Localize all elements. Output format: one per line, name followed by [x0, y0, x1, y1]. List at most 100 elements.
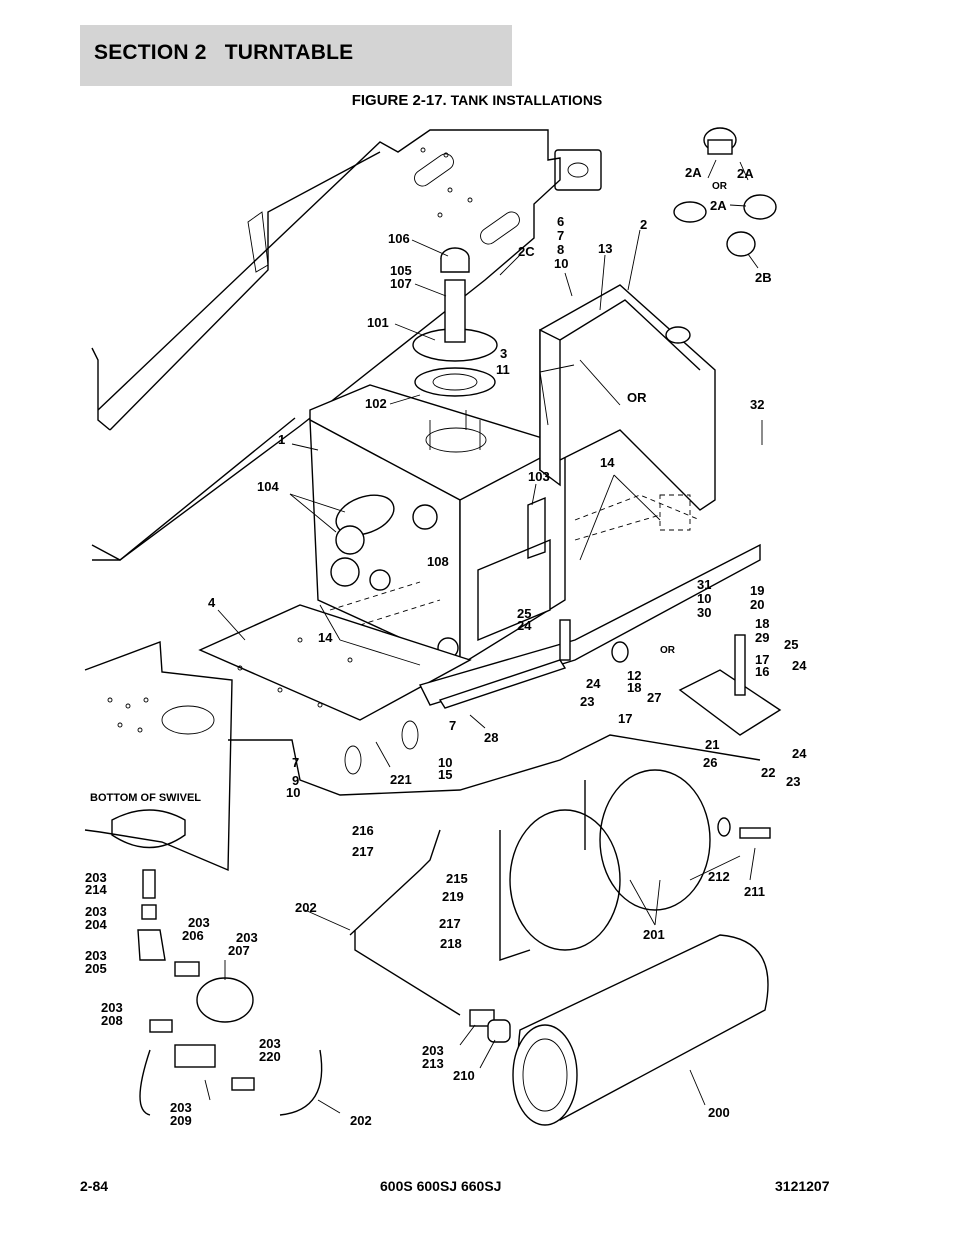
turntable-frame-drawing: [84, 129, 761, 872]
callout-2: 2: [640, 217, 647, 232]
callout-210: 210: [453, 1068, 475, 1083]
callout-220: 220: [259, 1049, 281, 1064]
callout-14: 14: [600, 455, 615, 470]
callout-30: 30: [697, 605, 711, 620]
callout-203: 203: [101, 1000, 123, 1015]
callout-207: 207: [228, 943, 250, 958]
callout-203: 203: [236, 930, 258, 945]
callout-106: 106: [388, 231, 410, 246]
callout-105: 105: [390, 263, 412, 278]
callout-215: 215: [446, 871, 468, 886]
callout-1: 1: [278, 432, 285, 447]
callout-216: 216: [352, 823, 374, 838]
callout-2a: 2A: [737, 166, 754, 181]
callout-2c: 2C: [518, 244, 535, 259]
callout-16: 16: [755, 664, 769, 679]
callout-202: 202: [295, 900, 317, 915]
callout-18: 18: [627, 680, 641, 695]
callout-25: 25: [784, 637, 798, 652]
figure-number: FIGURE 2-17.: [351, 92, 447, 109]
callout-204: 204: [85, 917, 107, 932]
section-banner: SECTION 2 TURNTABLE: [80, 25, 512, 86]
callout-206: 206: [182, 928, 204, 943]
callout-10: 10: [438, 755, 452, 770]
figure-title: FIGURE 2-17. TANK INSTALLATIONS: [0, 92, 954, 109]
callout-203: 203: [188, 915, 210, 930]
callout-21: 21: [705, 737, 719, 752]
callout-31: 31: [697, 577, 711, 592]
callout-203: 203: [85, 904, 107, 919]
callout-203: 203: [85, 948, 107, 963]
callout-102: 102: [365, 396, 387, 411]
callout-212: 212: [708, 869, 730, 884]
callout-201: 201: [643, 927, 665, 942]
callout-9: 9: [292, 773, 299, 788]
callout-7: 7: [449, 718, 456, 733]
callout-12: 12: [627, 668, 641, 683]
callout-15: 15: [438, 767, 452, 782]
callout-211: 211: [744, 884, 765, 899]
callout-28: 28: [484, 730, 498, 745]
callout-6: 6: [557, 214, 564, 229]
callout-17: 17: [755, 652, 769, 667]
callout-24: 24: [792, 658, 807, 673]
page-number: 2-84: [80, 1178, 109, 1194]
callout-11: 11: [496, 362, 510, 377]
callout-217: 217: [352, 844, 374, 859]
callout-219: 219: [442, 889, 464, 904]
callout-25: 25: [517, 606, 531, 621]
callout-202: 202: [350, 1113, 372, 1128]
callout-7: 7: [292, 755, 299, 770]
callout-or: OR: [712, 181, 728, 192]
callout-205: 205: [85, 961, 107, 976]
callout-214: 214: [85, 882, 107, 897]
callout-18: 18: [755, 616, 769, 631]
callout-203: 203: [85, 870, 107, 885]
callout-17: 17: [618, 711, 632, 726]
callout-4: 4: [208, 595, 216, 610]
callout-209: 209: [170, 1113, 192, 1128]
callout-13: 13: [598, 241, 612, 256]
callout-203: 203: [170, 1100, 192, 1115]
callout-217: 217: [439, 916, 461, 931]
callout-103: 103: [528, 469, 550, 484]
callout-7: 7: [557, 228, 564, 243]
callout-2a: 2A: [710, 198, 727, 213]
callout-29: 29: [755, 630, 769, 645]
callout-or: OR: [627, 390, 647, 405]
leader-lines: [204, 159, 763, 1114]
callout-203: 203: [422, 1043, 444, 1058]
callout-10: 10: [697, 591, 711, 606]
callout-208: 208: [101, 1013, 123, 1028]
callout-22: 22: [761, 765, 775, 780]
callout-221: 221: [390, 772, 412, 787]
document-number: 3121207: [775, 1178, 830, 1194]
callout-26: 26: [703, 755, 717, 770]
callout-3: 3: [500, 346, 507, 361]
figure-caption: TANK INSTALLATIONS: [450, 92, 603, 108]
callout-8: 8: [557, 242, 564, 257]
callout-108: 108: [427, 554, 449, 569]
callout-104: 104: [257, 479, 279, 494]
callout-218: 218: [440, 936, 462, 951]
callout-107: 107: [390, 276, 412, 291]
lp-tank-drawing: [111, 769, 771, 1126]
callout-101: 101: [367, 315, 389, 330]
callout-24: 24: [792, 746, 807, 761]
callout-23: 23: [580, 694, 594, 709]
callout-20: 20: [750, 597, 764, 612]
callout-27: 27: [647, 690, 661, 705]
callout-23: 23: [786, 774, 800, 789]
model-numbers: 600S 600SJ 660SJ: [380, 1178, 502, 1194]
callout-2a: 2A: [685, 165, 702, 180]
callout-10: 10: [286, 785, 300, 800]
section-title: SECTION 2 TURNTABLE: [94, 41, 354, 64]
callout-32: 32: [750, 397, 764, 412]
callout-24: 24: [586, 676, 601, 691]
callout-14: 14: [318, 630, 333, 645]
callout-19: 19: [750, 583, 764, 598]
callout-203: 203: [259, 1036, 281, 1051]
callout-2b: 2B: [755, 270, 772, 285]
callout-or: OR: [660, 645, 676, 656]
